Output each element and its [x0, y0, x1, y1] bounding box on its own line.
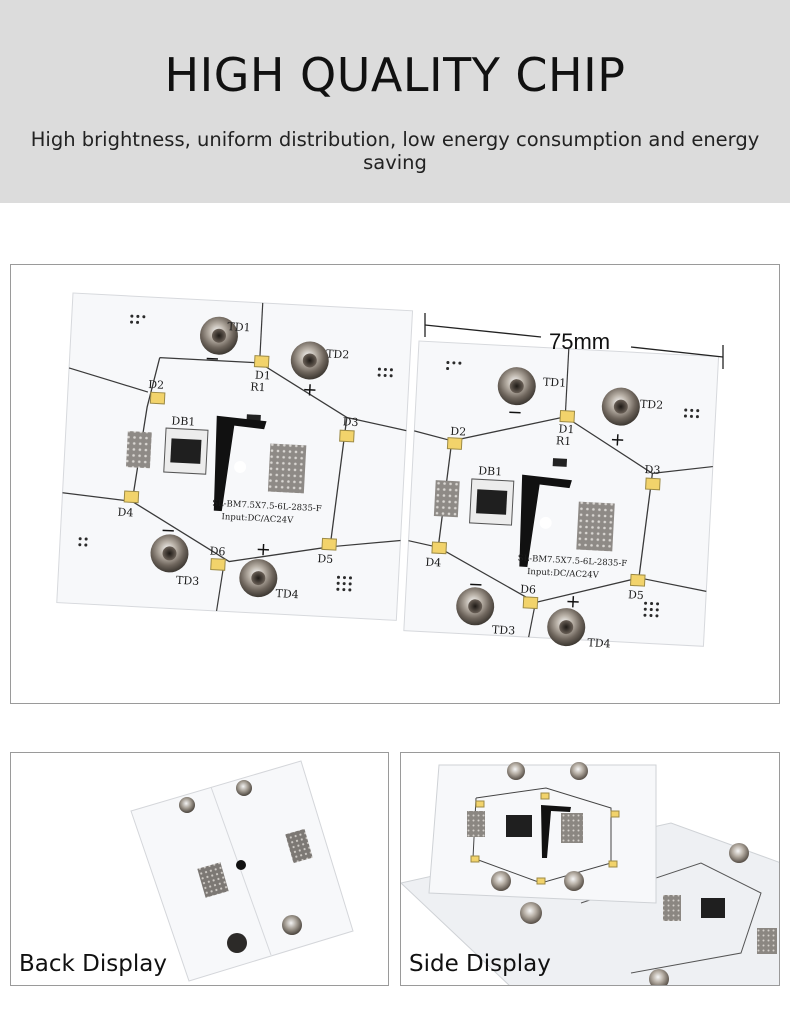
pcb-pair-illustration: TD1 TD2 TD3 TD4 D1 D2 D3 D4 D5 D6 R1 DB1…	[56, 292, 724, 650]
label-d1: D1	[558, 422, 574, 436]
polarity-minus-lower: −	[160, 520, 176, 542]
back-display-photo: Back Display	[10, 752, 389, 986]
label-d4: D4	[117, 506, 133, 520]
polarity-plus-lower: +	[565, 591, 581, 613]
label-d3: D3	[342, 415, 358, 429]
main-product-photo: TD1 TD2 TD3 TD4 D1 D2 D3 D4 D5 D6 R1 DB1…	[10, 264, 780, 704]
banner-title: HIGH QUALITY CHIP	[164, 48, 626, 102]
header-banner: HIGH QUALITY CHIP High brightness, unifo…	[0, 0, 790, 203]
banner-subtitle: High brightness, uniform distribution, l…	[30, 128, 760, 174]
led-d6	[210, 558, 226, 571]
led-d5	[321, 537, 338, 551]
label-d2: D2	[148, 378, 164, 392]
label-td3: TD3	[492, 623, 516, 637]
label-d4: D4	[425, 556, 441, 570]
label-d6: D6	[520, 583, 536, 597]
terminal-td1	[199, 316, 238, 355]
dimension-label: 75mm	[549, 329, 610, 354]
terminal-td1	[497, 367, 536, 406]
led-d6	[522, 596, 539, 610]
pcb-board-right: TD1 TD2 TD3 TD4 D1 D2 D3 D4 D5 D6 R1 DB1…	[403, 340, 720, 650]
terminal-td2	[290, 341, 329, 380]
label-td4: TD4	[587, 636, 611, 650]
led-d1	[559, 409, 576, 423]
polarity-minus: −	[507, 402, 523, 424]
label-d2: D2	[450, 425, 466, 439]
back-terminal	[179, 797, 195, 813]
back-terminal	[227, 933, 247, 953]
led-d5	[629, 573, 646, 587]
input-text: Input:DC/AC24V	[527, 567, 600, 581]
label-td1: TD1	[227, 320, 251, 334]
back-terminal	[236, 780, 252, 796]
logo-mark	[519, 474, 572, 567]
label-db1: DB1	[171, 414, 196, 428]
led-d2	[149, 391, 166, 405]
led-d3	[339, 429, 355, 443]
pcb-board-left: TD1 TD2 TD3 TD4 D1 D2 D3 D4 D5 D6 R1 DB1…	[56, 292, 414, 621]
logo-mark	[213, 415, 267, 512]
resistor-r1	[552, 458, 568, 467]
side-display-caption: Side Display	[409, 951, 551, 977]
label-d5: D5	[628, 588, 644, 602]
label-td4: TD4	[275, 587, 299, 601]
polarity-plus: +	[610, 429, 626, 451]
pcb-back-illustration	[130, 760, 354, 982]
terminal-td4	[547, 608, 586, 647]
side-terminals	[491, 762, 588, 924]
led-d4	[431, 541, 448, 555]
terminal-td2	[601, 387, 640, 426]
polarity-minus: −	[204, 348, 220, 370]
back-display-caption: Back Display	[19, 951, 167, 977]
polarity-plus-lower: +	[255, 539, 271, 561]
terminal-td4	[239, 559, 278, 598]
label-td1: TD1	[543, 376, 567, 390]
label-d5: D5	[317, 552, 333, 566]
led-d1	[253, 355, 270, 368]
label-d6: D6	[209, 545, 225, 559]
led-d4	[123, 490, 140, 504]
led-d2	[446, 437, 463, 450]
input-text: Input:DC/AC24V	[221, 512, 294, 526]
label-db1: DB1	[478, 464, 503, 478]
side-display-photo: Side Display	[400, 752, 780, 986]
label-r1: R1	[250, 380, 266, 394]
label-r1: R1	[556, 434, 572, 448]
led-d3	[645, 477, 661, 491]
label-d3: D3	[644, 463, 660, 477]
polarity-minus-lower: −	[468, 574, 484, 596]
label-d1: D1	[255, 369, 271, 383]
label-td3: TD3	[176, 574, 200, 588]
label-td2: TD2	[326, 347, 350, 361]
dimension-marker: 75mm	[424, 313, 724, 369]
back-terminal	[282, 915, 302, 935]
polarity-plus: +	[302, 379, 318, 401]
terminal-td3	[150, 534, 189, 573]
label-td2: TD2	[640, 398, 664, 412]
terminal-td3	[456, 587, 495, 626]
pcb-side-illustration	[401, 762, 779, 985]
